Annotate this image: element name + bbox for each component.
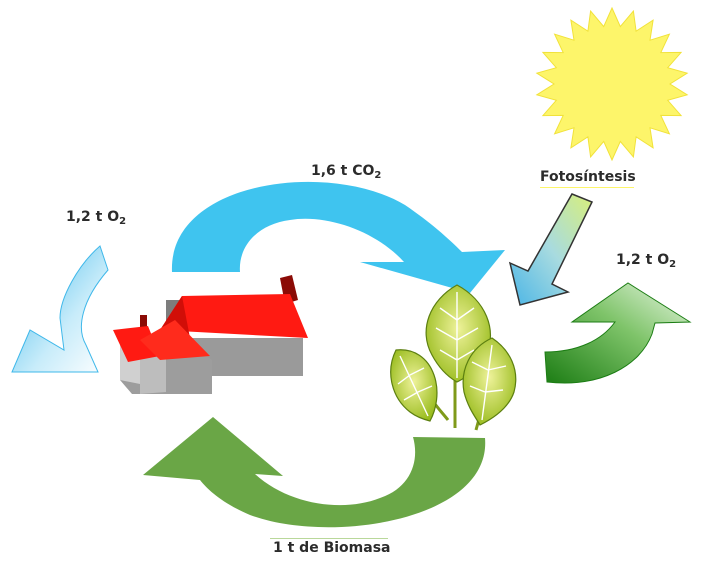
biomass-arrow: [143, 417, 485, 527]
o2-left-label: 1,2 t O2: [66, 210, 126, 227]
photosynthesis-label: Fotosíntesis: [540, 170, 636, 184]
biomass-underline: [270, 538, 388, 539]
tree-leaves-icon: [391, 285, 516, 430]
o2-right-label-text: 1,2 t O: [616, 252, 669, 268]
photosynthesis-underline: [540, 187, 634, 188]
co2-label-text: 1,6 t CO: [311, 163, 374, 179]
o2-right-label: 1,2 t O2: [616, 253, 676, 270]
o2-left-arrow: [12, 246, 108, 372]
photosynthesis-arrow-icon: [510, 194, 592, 305]
photosynthesis-label-text: Fotosíntesis: [540, 169, 636, 185]
sun-icon: [537, 8, 687, 160]
co2-label-subscript: 2: [374, 170, 381, 181]
o2-right-label-subscript: 2: [669, 259, 676, 270]
co2-label: 1,6 t CO2: [311, 164, 381, 181]
house-icon: [113, 275, 308, 394]
o2-left-label-subscript: 2: [119, 216, 126, 227]
o2-right-arrow: [545, 283, 690, 383]
biomass-label: 1 t de Biomasa: [273, 541, 390, 555]
biomass-label-text: 1 t de Biomasa: [273, 540, 390, 556]
o2-left-label-text: 1,2 t O: [66, 209, 119, 225]
co2-arrow: [172, 182, 505, 293]
